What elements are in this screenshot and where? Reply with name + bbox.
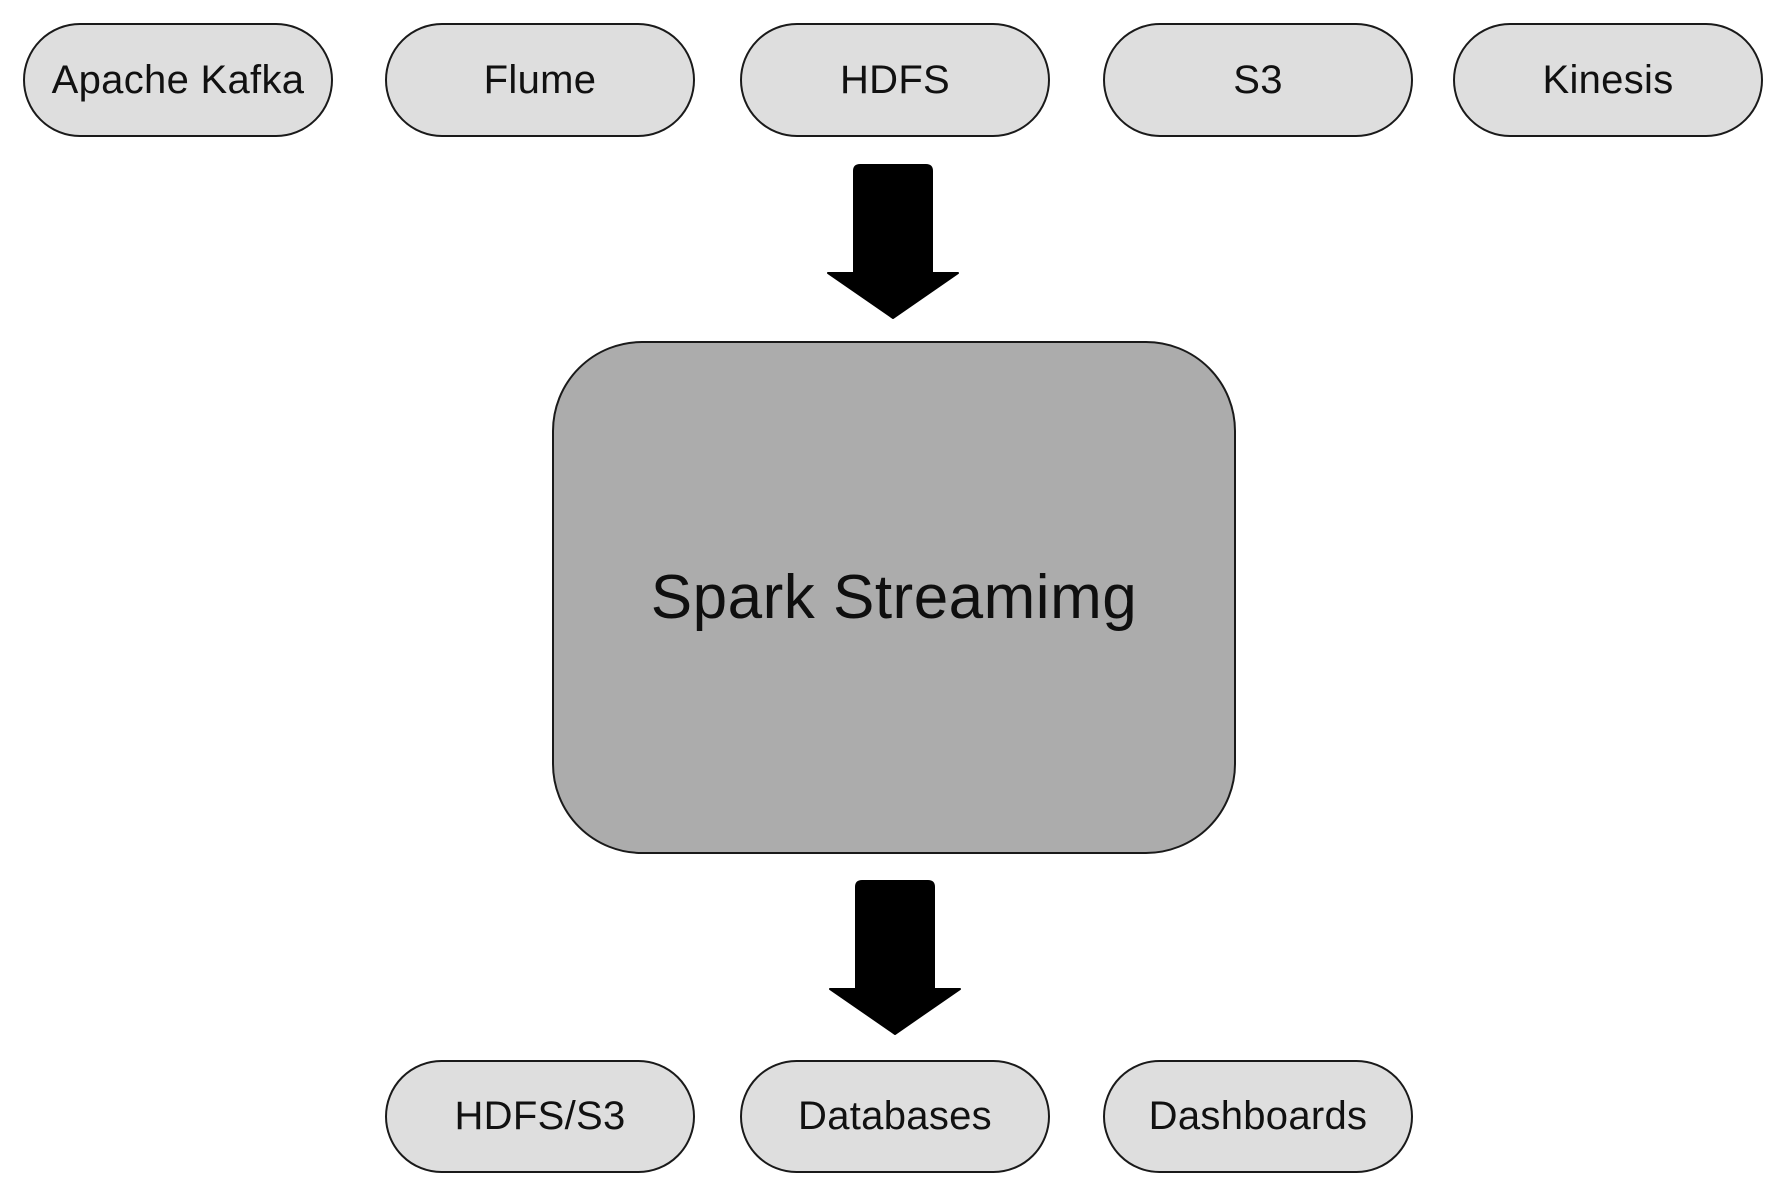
spark-streaming-processor: Spark Streamimg [552,341,1236,854]
source-flume: Flume [385,23,695,137]
output-arrow-down-icon [829,880,961,1035]
sink-databases: Databases [740,1060,1050,1173]
source-apache-kafka: Apache Kafka [23,23,333,137]
input-arrow-down-icon [827,164,959,319]
source-s3: S3 [1103,23,1413,137]
processor-label: Spark Streamimg [650,563,1138,632]
source-kinesis: Kinesis [1453,23,1763,137]
sink-dashboards: Dashboards [1103,1060,1413,1173]
source-hdfs: HDFS [740,23,1050,137]
sink-hdfs-s3: HDFS/S3 [385,1060,695,1173]
